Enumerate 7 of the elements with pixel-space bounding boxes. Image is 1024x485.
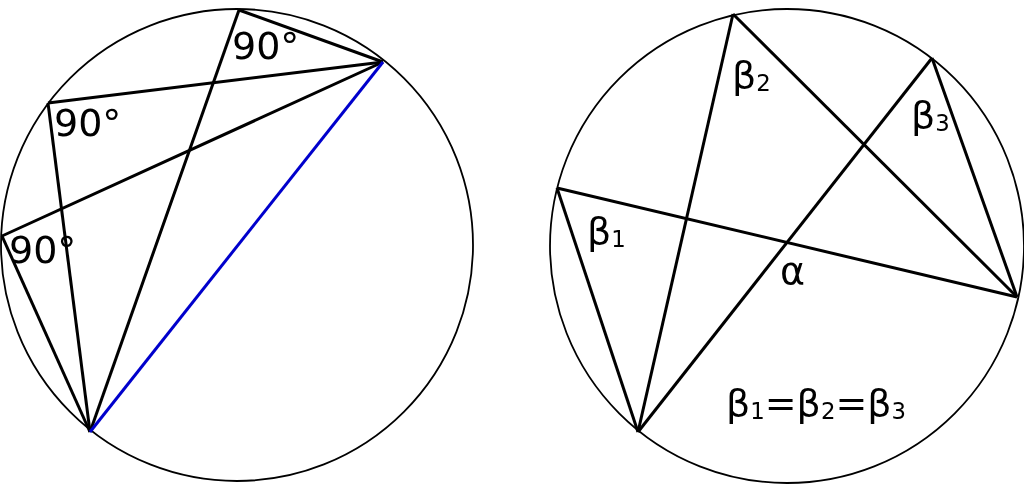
angle-label: 90° [232,27,300,65]
angle-label: β$_{3}$ [911,96,950,136]
angle-label: α [780,252,806,290]
angle-label: 90° [54,104,122,142]
angle-label: β$_{1}$ [587,212,626,252]
equation-text: β$_{1}$=β$_{2}$=β$_{3}$ [726,384,906,424]
angle-label: β$_{2}$ [732,56,771,96]
